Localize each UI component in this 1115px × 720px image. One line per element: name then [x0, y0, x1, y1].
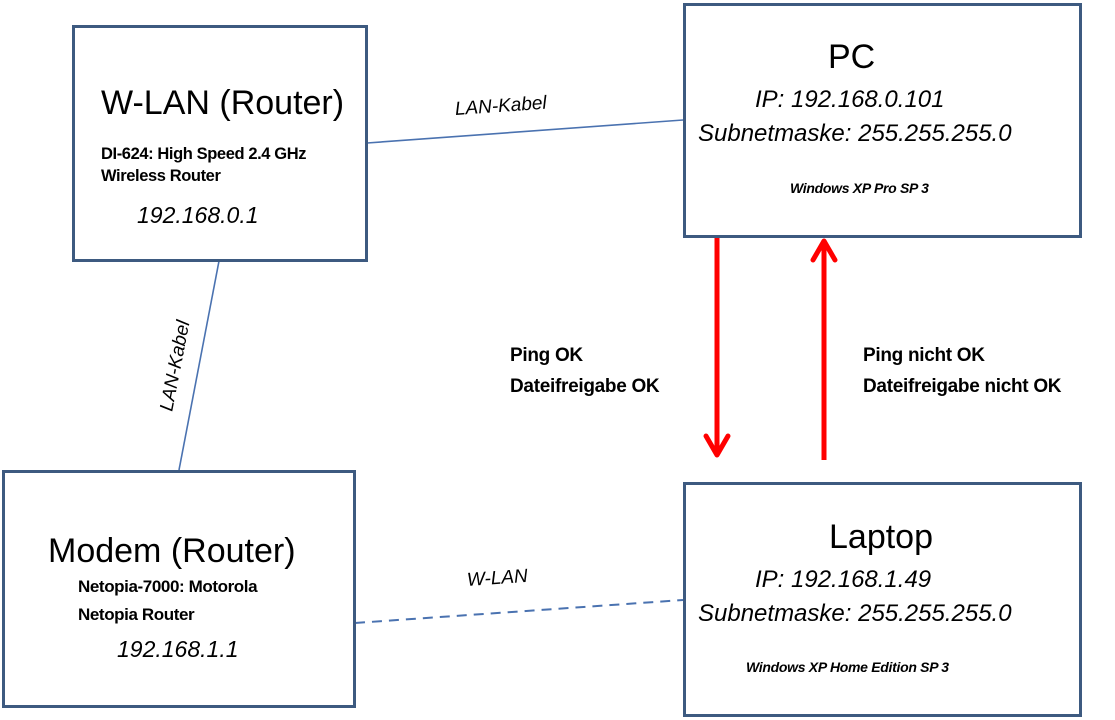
share-status-ok: Dateifreigabe OK [510, 376, 660, 397]
modem-router-model-line1: Netopia-7000: Motorola [78, 577, 258, 596]
modem-router-ip: 192.168.1.1 [117, 636, 239, 662]
wlan-router-node [72, 25, 368, 262]
lan-cable-wlan-modem [178, 260, 220, 471]
wlan-label: W-LAN [466, 565, 529, 591]
modem-router-node [2, 470, 356, 708]
lan-cable-wlan-pc [366, 119, 684, 144]
laptop-subnet: Subnetmaske: 255.255.255.0 [698, 600, 1012, 627]
laptop-title: Laptop [829, 518, 933, 556]
wlan-link-modem-laptop [354, 599, 684, 624]
ping-status-not-ok: Ping nicht OK [863, 345, 985, 366]
ping-status-ok: Ping OK [510, 345, 583, 366]
wlan-router-model-line1: DI-624: High Speed 2.4 GHz [101, 145, 307, 163]
pc-os: Windows XP Pro SP 3 [790, 180, 929, 196]
share-status-not-ok: Dateifreigabe nicht OK [863, 376, 1062, 397]
laptop-ip: IP: 192.168.1.49 [755, 566, 932, 593]
laptop-to-pc-status: Ping nicht OK Dateifreigabe nicht OK [863, 340, 1062, 402]
pc-node [683, 3, 1082, 238]
pc-ip: IP: 192.168.0.101 [755, 86, 945, 113]
modem-router-model-line2: Netopia Router [78, 605, 195, 624]
wlan-router-title: W-LAN (Router) [101, 84, 345, 122]
pc-to-laptop-status: Ping OK Dateifreigabe OK [510, 340, 660, 402]
laptop-node [683, 482, 1082, 717]
arrow-pc-to-laptop [703, 237, 731, 458]
wlan-router-ip: 192.168.0.1 [137, 202, 259, 228]
pc-subnet: Subnetmaske: 255.255.255.0 [698, 120, 1012, 147]
arrow-laptop-to-pc [810, 238, 838, 460]
pc-title: PC [828, 38, 876, 76]
modem-router-title: Modem (Router) [48, 532, 296, 570]
laptop-os: Windows XP Home Edition SP 3 [746, 659, 949, 675]
wlan-router-model-line2: Wireless Router [101, 167, 221, 185]
